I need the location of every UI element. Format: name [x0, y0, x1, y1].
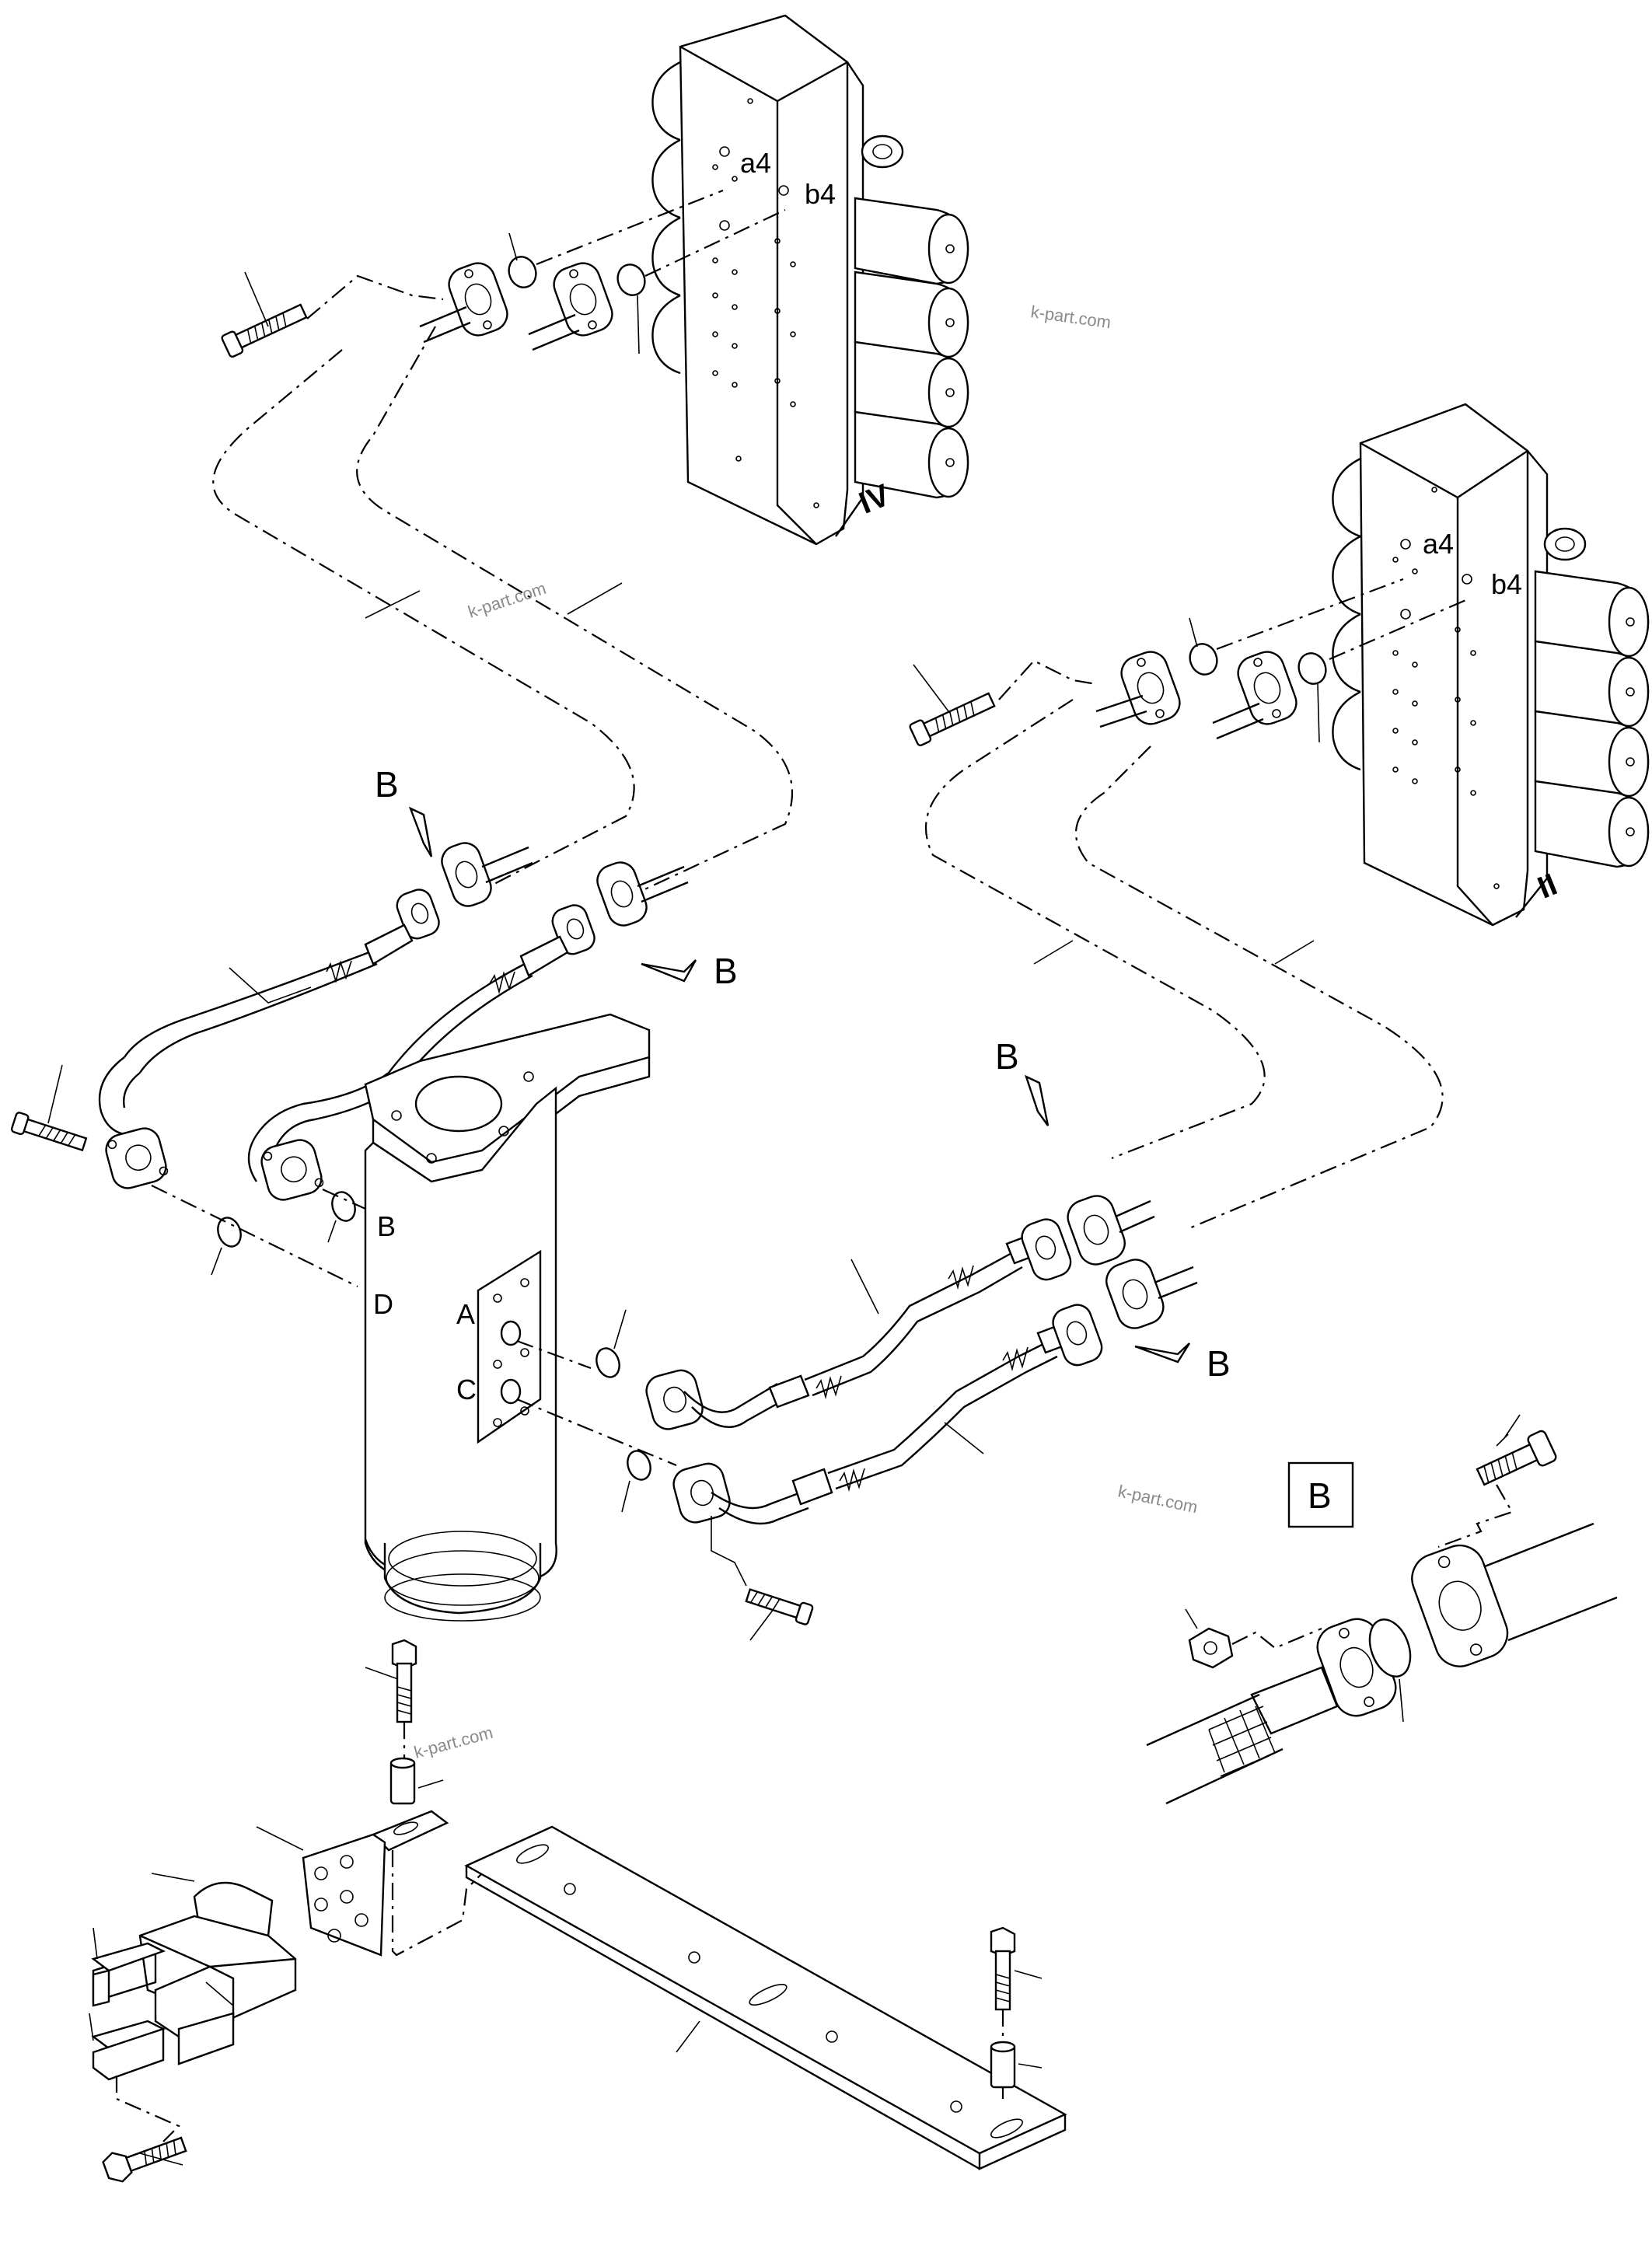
valve-iv-port-a4: a4: [740, 147, 771, 179]
watermark-3: k-part.com: [1116, 1481, 1200, 1517]
bracket-assembly: [89, 1639, 1067, 2183]
watermark-2: k-part.com: [466, 578, 549, 622]
pipe-routing-lines: [212, 326, 1444, 1230]
callout-b-3: B: [995, 1036, 1019, 1077]
right-hose-assemblies: [516, 1195, 1198, 1641]
callout-b-1: B: [375, 764, 399, 805]
watermark-4: k-part.com: [412, 1723, 495, 1762]
callout-b-4: B: [1207, 1343, 1231, 1384]
detail-b: B: [1146, 1414, 1618, 1805]
right-adapters: [909, 578, 1470, 747]
left-hose-assemblies: [10, 842, 689, 1287]
valve-ii-label: II: [1533, 868, 1562, 906]
upper-adapters: [221, 189, 786, 358]
detail-b-box: [1287, 1461, 1354, 1528]
swivel-port-c: C: [456, 1374, 477, 1405]
swivel-port-b: B: [377, 1210, 396, 1242]
watermark-1: k-part.com: [1029, 302, 1112, 332]
control-valve-iv: a4 b4 IV: [651, 14, 969, 546]
valve-ii-port-b4: b4: [1491, 568, 1522, 600]
callout-b-2: B: [714, 951, 738, 991]
detail-b-label: B: [1308, 1475, 1332, 1516]
control-valve-ii: a4 b4 II: [1332, 403, 1650, 927]
valve-ii-port-a4: a4: [1423, 528, 1454, 560]
view-b-callouts: B B B B: [375, 764, 1231, 1384]
swivel-port-a: A: [456, 1298, 475, 1330]
swivel-joint: B D A C: [364, 1013, 651, 1622]
valve-iv-port-b4: b4: [805, 178, 836, 210]
swivel-port-d: D: [373, 1288, 393, 1320]
